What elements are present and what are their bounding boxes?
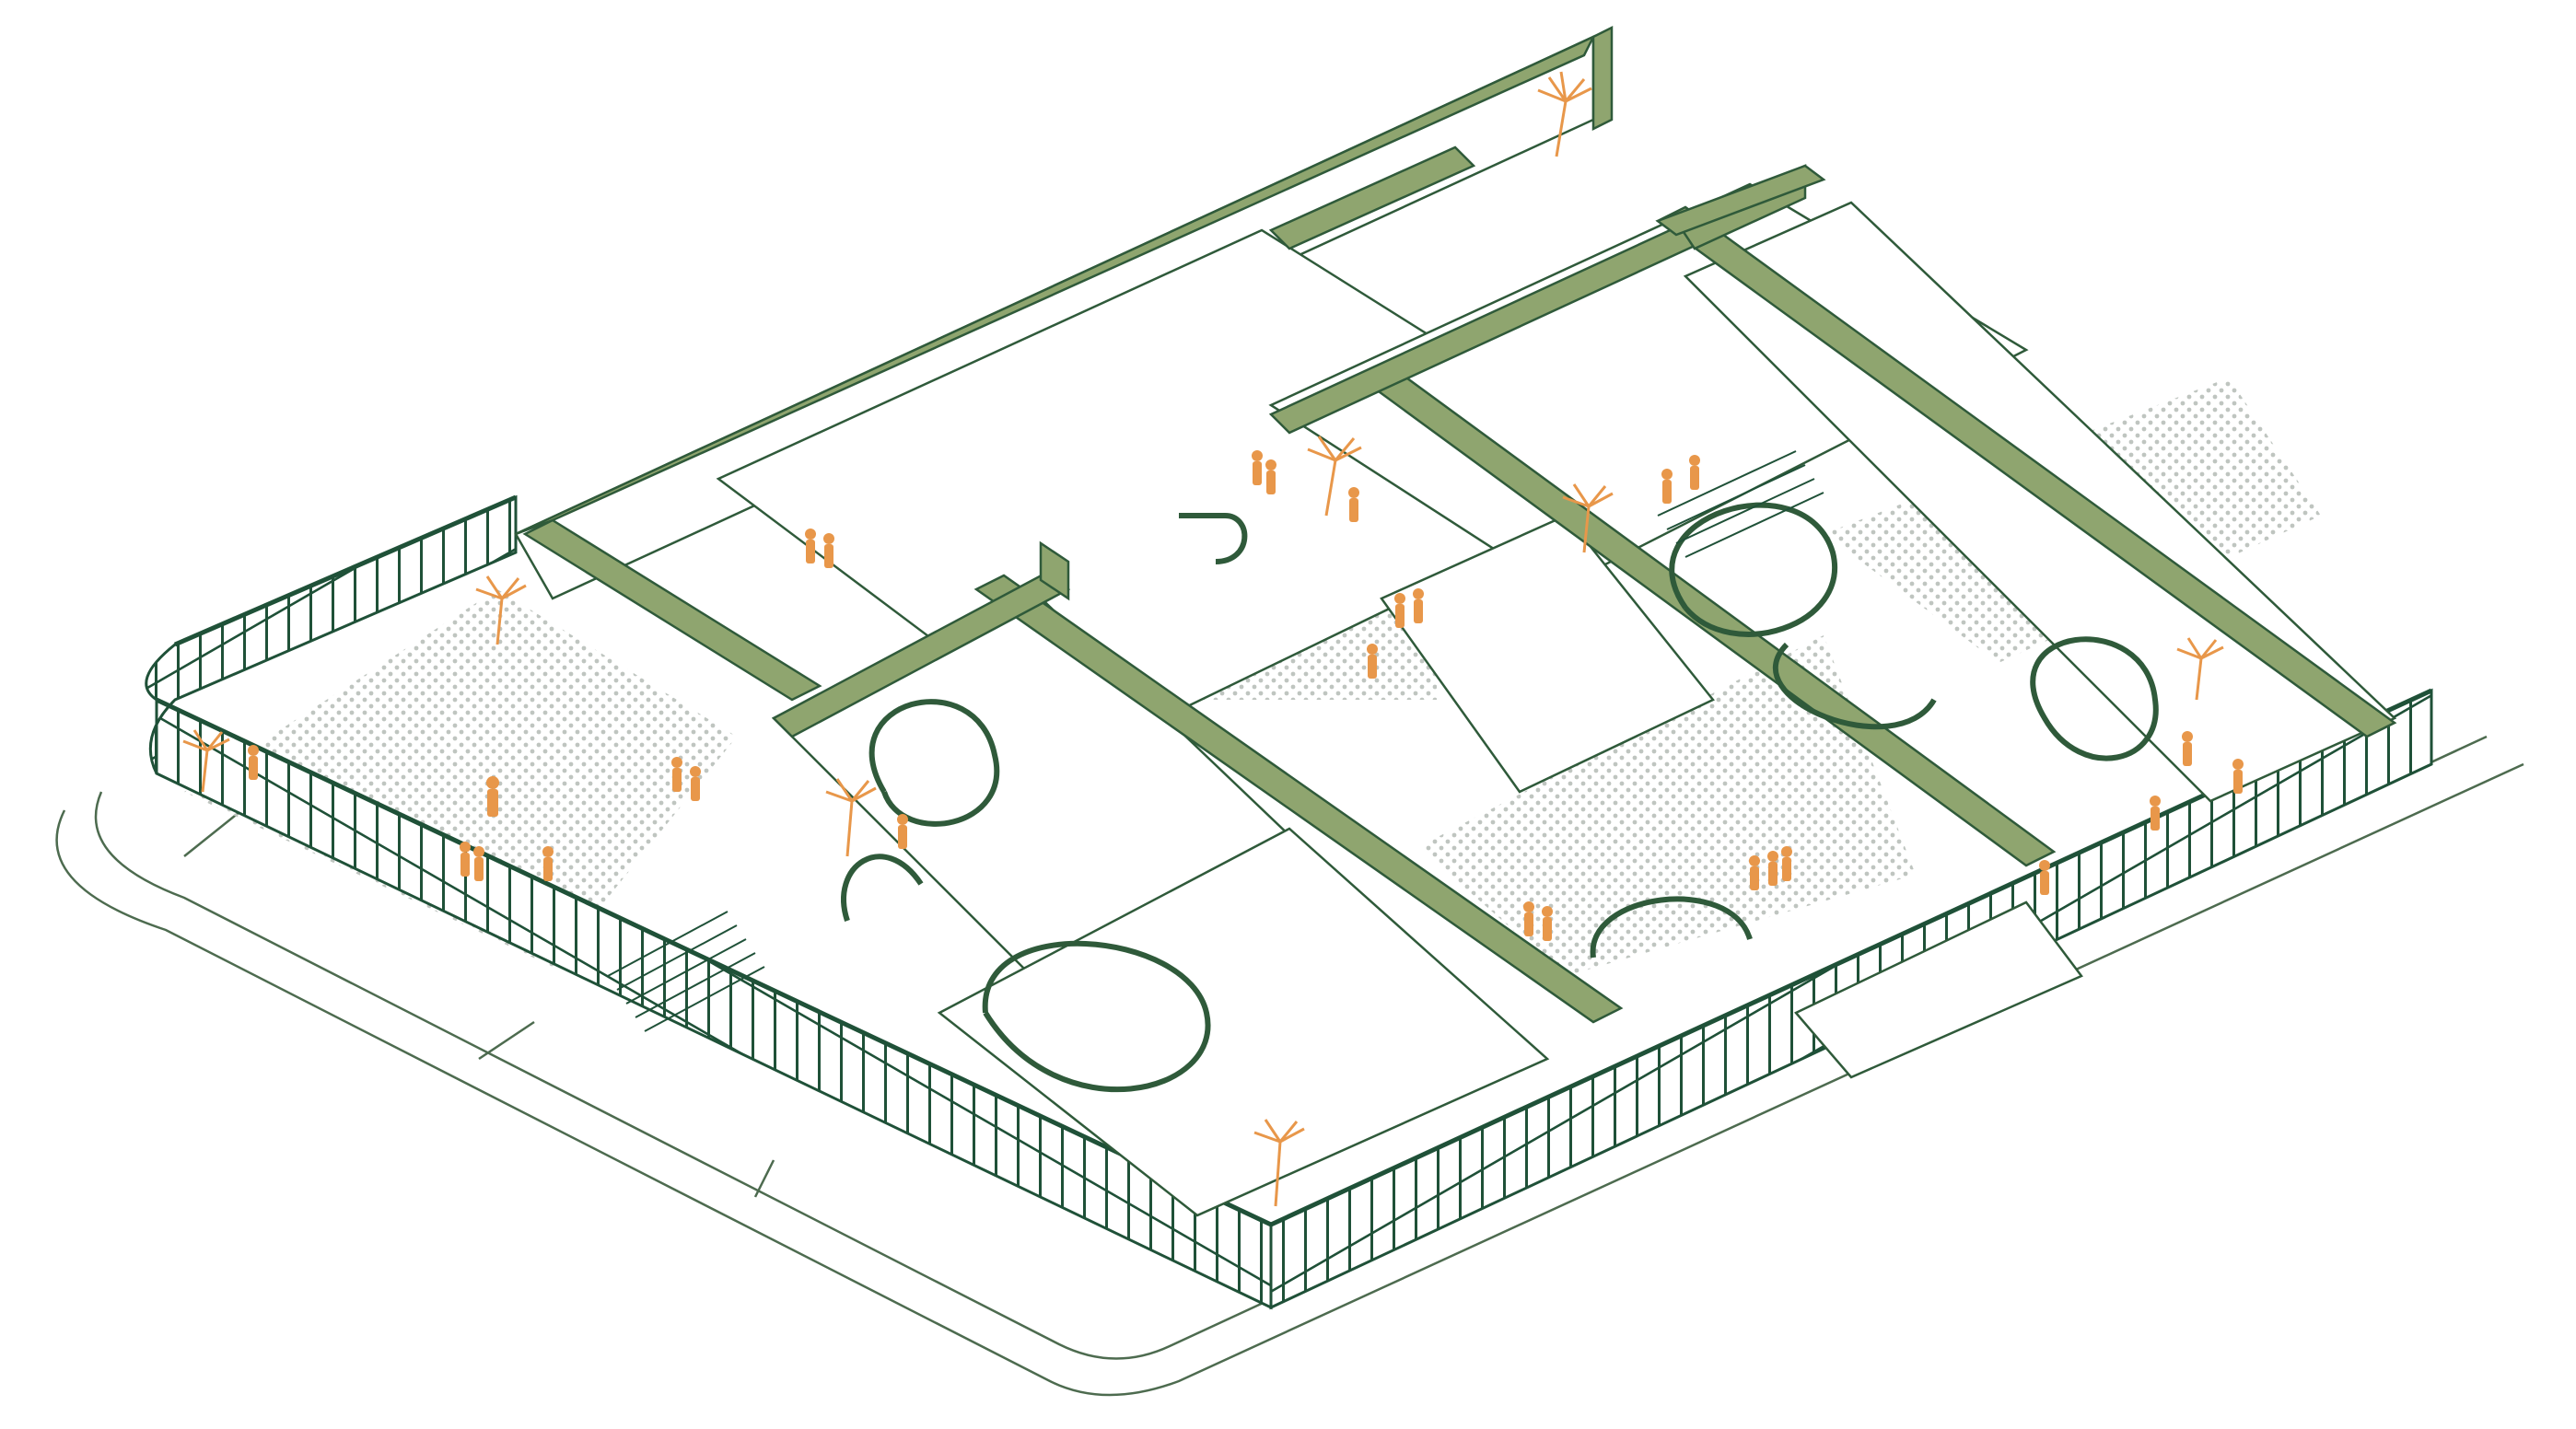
palm-tree <box>1562 483 1614 553</box>
person-figure <box>1413 588 1424 623</box>
person-figure <box>1542 906 1553 941</box>
person-figure <box>897 814 908 849</box>
person-figure <box>1252 450 1263 485</box>
person-figure <box>486 776 499 817</box>
palm-tree <box>1537 71 1592 157</box>
person-figure <box>1394 593 1405 628</box>
staircases <box>607 450 1824 1032</box>
person-figure <box>823 533 834 568</box>
green-wall-beams <box>515 25 2397 1024</box>
person-figure <box>1749 855 1760 890</box>
person-figure <box>248 745 259 780</box>
palm-tree <box>2176 637 2224 701</box>
person-figure <box>690 766 701 801</box>
person-figure <box>1689 455 1700 490</box>
palm-tree <box>1253 1119 1305 1207</box>
palm-tree <box>475 575 527 645</box>
person-figure <box>1661 469 1673 504</box>
palm-trees <box>182 71 2224 1207</box>
person-figure <box>1348 487 1359 522</box>
person-figure <box>460 842 471 877</box>
palm-tree <box>182 729 230 793</box>
person-figure <box>2232 759 2244 794</box>
palm-tree <box>1307 436 1362 517</box>
person-figure <box>1781 846 1792 881</box>
person-figure <box>1367 644 1378 679</box>
person-figure <box>805 529 816 563</box>
palm-tree <box>825 778 877 857</box>
person-figure <box>671 757 682 792</box>
curved-walls <box>841 502 2159 1093</box>
person-figure <box>1265 459 1276 494</box>
person-figure <box>2182 731 2193 766</box>
person-figure <box>2150 796 2161 831</box>
person-figure <box>1523 901 1534 936</box>
people-figures <box>248 450 2244 941</box>
person-figure <box>1767 851 1778 886</box>
person-figure <box>473 846 484 881</box>
person-figure <box>2039 860 2050 895</box>
person-figure <box>542 846 554 881</box>
